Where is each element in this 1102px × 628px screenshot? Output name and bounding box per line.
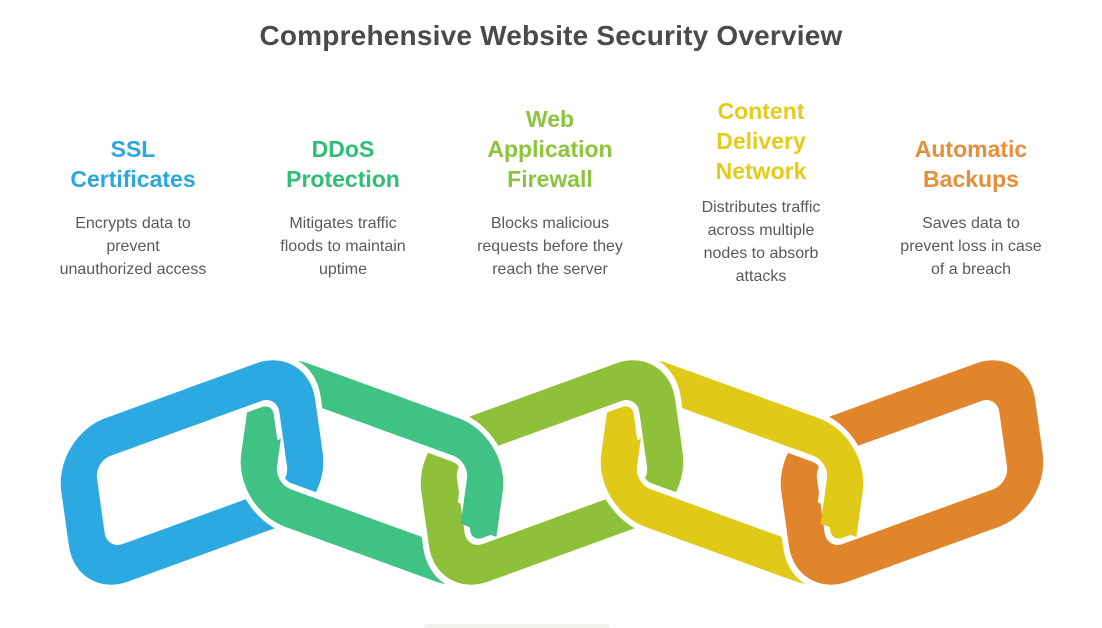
column-heading: DDoS Protection <box>286 136 400 192</box>
column-heading-box: DDoS Protection <box>238 90 448 194</box>
column-description: Encrypts data to prevent unauthorized ac… <box>59 215 207 278</box>
footer-artifact <box>424 624 610 628</box>
column-automatic-backups: Automatic Backups Saves data to prevent … <box>866 90 1076 281</box>
chain-weave-stroke <box>240 360 504 585</box>
column-description: Blocks malicious requests before they re… <box>477 215 623 278</box>
chain-weave-stroke <box>600 360 864 585</box>
column-heading: SSL Certificates <box>70 136 196 192</box>
column-heading: Web Application Firewall <box>487 106 613 192</box>
column-heading-box: Automatic Backups <box>866 90 1076 194</box>
chain-weave-stroke <box>60 360 324 585</box>
column-ddos-protection: DDoS Protection Mitigates traffic floods… <box>238 90 448 281</box>
column-heading-box: Web Application Firewall <box>445 90 655 194</box>
column-description: Mitigates traffic floods to maintain upt… <box>280 215 406 278</box>
column-ssl-certificates: SSL Certificates Encrypts data to preven… <box>28 90 238 281</box>
chain-weave-segment <box>595 354 869 591</box>
column-content-delivery-network: Content Delivery Network Distributes tra… <box>656 90 866 288</box>
chain-link-stroke <box>780 360 1044 585</box>
column-heading-box: SSL Certificates <box>28 90 238 194</box>
column-heading: Automatic Backups <box>914 136 1028 192</box>
chain-weave-segment <box>235 354 509 591</box>
page-title: Comprehensive Website Security Overview <box>259 20 843 51</box>
column-web-application-firewall: Web Application Firewall Blocks maliciou… <box>445 90 655 281</box>
chain-weave-segment <box>55 354 329 591</box>
chain-weave-segment <box>415 354 689 591</box>
column-description: Saves data to prevent loss in case of a … <box>900 215 1042 278</box>
chain-weave-stroke <box>420 360 684 585</box>
column-description: Distributes traffic across multiple node… <box>701 199 821 285</box>
column-heading-box: Content Delivery Network <box>656 90 866 186</box>
chain-link-automatic-backups <box>775 354 1049 591</box>
column-heading: Content Delivery Network <box>715 98 807 184</box>
